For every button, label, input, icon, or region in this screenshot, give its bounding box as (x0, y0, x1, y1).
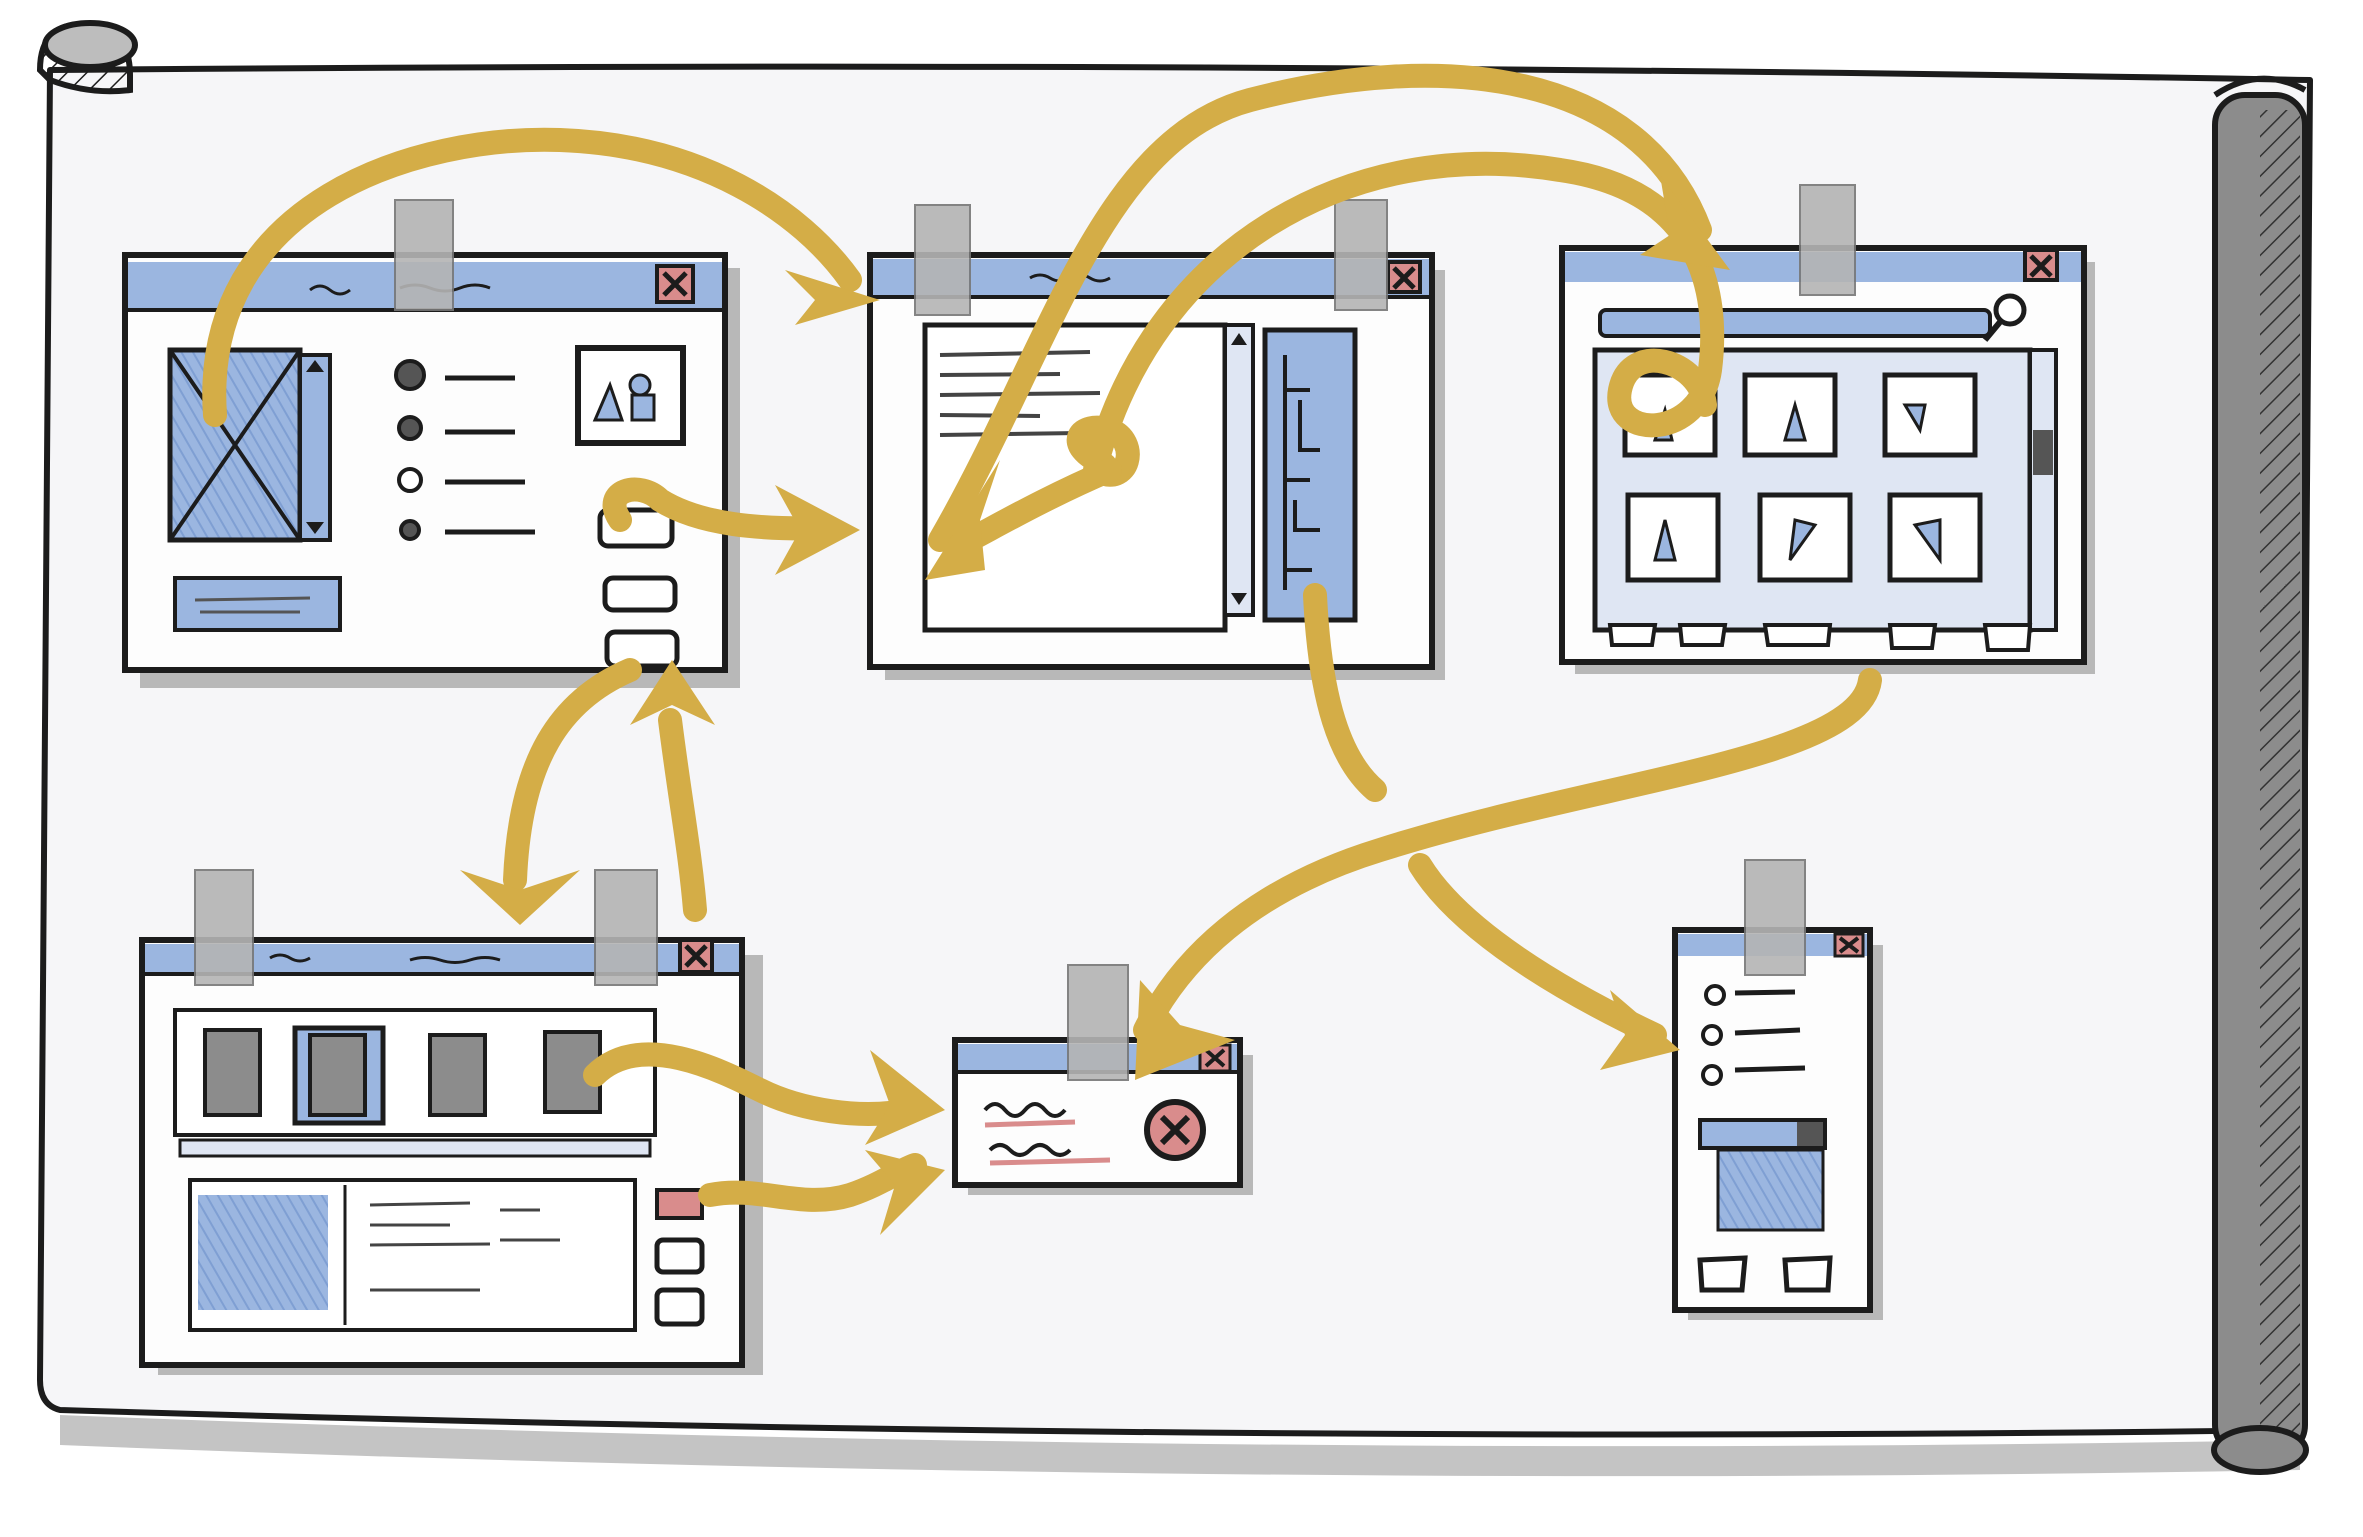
arrow-main-to-tree-top (202, 127, 862, 427)
shapes-icon[interactable] (575, 345, 686, 446)
error-message (983, 1102, 1111, 1166)
radio-group[interactable] (394, 359, 535, 541)
close-icon[interactable] (1833, 932, 1865, 958)
close-icon[interactable] (1386, 260, 1422, 294)
close-icon[interactable] (2023, 248, 2059, 282)
scrollbar[interactable] (298, 353, 332, 542)
paper-roller-right (2211, 75, 2309, 1475)
close-icon[interactable] (655, 264, 695, 304)
arrow-tree-to-mobile (1303, 583, 1667, 1047)
radio-group[interactable] (1701, 984, 1806, 1086)
image-placeholder-icon (167, 347, 303, 543)
scrollbar[interactable] (1223, 323, 1255, 617)
tape-strips (194, 184, 1856, 1081)
scrollbar[interactable] (2028, 348, 2058, 632)
action-buttons[interactable] (597, 507, 680, 669)
dropdown[interactable] (1698, 1118, 1827, 1232)
screen-document-gallery (139, 937, 763, 1375)
flow-arrowheads (460, 175, 1730, 1235)
scrollbar[interactable] (178, 1138, 652, 1158)
paper-top-curl (36, 20, 138, 95)
flow-arrows (202, 63, 1882, 1212)
document-thumbnails[interactable] (203, 1025, 602, 1126)
action-buttons[interactable] (1697, 1255, 1833, 1293)
tree-panel[interactable] (1262, 327, 1358, 623)
arrow-main-to-documents (503, 658, 642, 892)
footer-tabs[interactable] (1607, 623, 2033, 652)
close-icon[interactable] (678, 938, 714, 974)
arrow-documents-to-main (658, 708, 707, 922)
search-input[interactable] (1598, 308, 1992, 338)
detail-panel (188, 1178, 637, 1332)
text-field[interactable] (173, 576, 342, 632)
screen-shape-gallery (1559, 245, 2095, 674)
arrow-tree-to-gallery (928, 63, 1712, 552)
arrow-main-button-to-tree (602, 477, 842, 541)
error-icon (1144, 1099, 1206, 1161)
arrow-gallery-to-error (1133, 668, 1882, 1042)
screen-mobile-form (1672, 927, 1883, 1320)
action-buttons[interactable] (654, 1188, 705, 1327)
arrow-documents-to-error-a (583, 1042, 922, 1126)
search-icon[interactable] (1982, 293, 2027, 342)
